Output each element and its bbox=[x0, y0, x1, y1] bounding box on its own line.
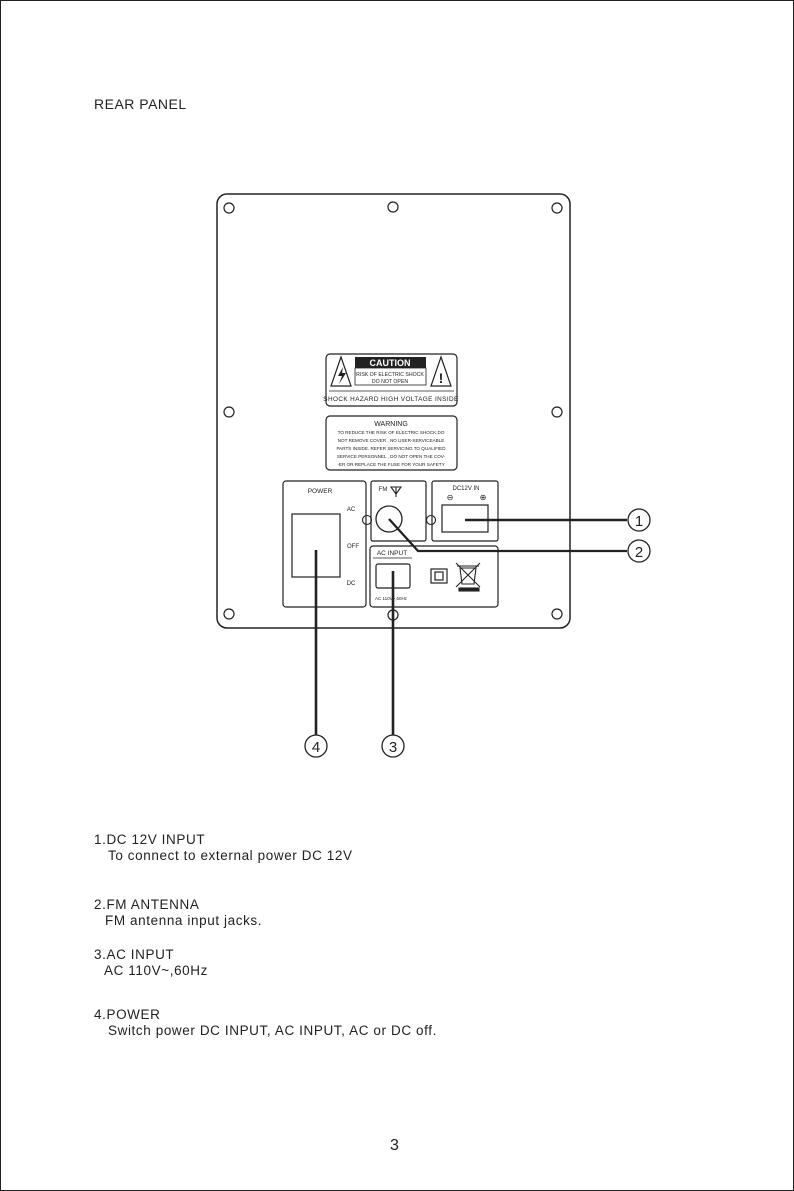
warning-line: -ER OR REPLACE THE FUSE FOR YOUR SAFETY bbox=[337, 462, 444, 467]
dc-input-jack bbox=[441, 504, 489, 533]
lightning-bolt-icon bbox=[338, 367, 346, 384]
fm-antenna-jack bbox=[375, 505, 403, 533]
screw-hole bbox=[223, 608, 235, 620]
callout-circle-2 bbox=[627, 539, 651, 563]
description-power: 4.POWER Switch power DC INPUT, AC INPUT,… bbox=[94, 1007, 437, 1039]
lightning-warning-icon bbox=[330, 355, 352, 387]
callout-circle-4 bbox=[304, 734, 328, 758]
description-detail: To connect to external power DC 12V bbox=[108, 848, 353, 863]
exclamation-warning-icon bbox=[430, 355, 452, 387]
description-detail: FM antenna input jacks. bbox=[105, 913, 263, 928]
description-title: 1.DC 12V INPUT bbox=[94, 832, 206, 847]
switch-position-dc: DC bbox=[347, 581, 356, 587]
callout-label-1: 1 bbox=[635, 513, 643, 530]
double-insulation-icon bbox=[430, 568, 448, 584]
callouts: 1 2 3 4 bbox=[304, 508, 651, 758]
ac-input-block: AC INPUT AC 110V~,60Hz bbox=[369, 545, 499, 608]
warning-line: TO REDUCE THE RISK OF ELECTRIC SHOCK,DO bbox=[338, 430, 445, 435]
callout-label-2: 2 bbox=[635, 544, 643, 561]
warning-title: WARNING bbox=[374, 421, 408, 428]
callout-label-4: 4 bbox=[312, 739, 320, 756]
screw-hole bbox=[223, 202, 235, 214]
page-number: 3 bbox=[390, 1137, 399, 1154]
description-dc-input: 1.DC 12V INPUT To connect to external po… bbox=[94, 832, 353, 864]
dc-input-block: DC12V IN ⊖ ⊕ bbox=[431, 480, 499, 542]
description-title: 2.FM ANTENNA bbox=[94, 897, 200, 912]
plus-icon: ⊕ bbox=[480, 493, 487, 502]
fm-antenna-block: FM bbox=[361, 480, 437, 542]
callout-circle-1 bbox=[627, 508, 651, 532]
minus-icon: ⊖ bbox=[447, 493, 454, 502]
description-detail: Switch power DC INPUT, AC INPUT, AC or D… bbox=[108, 1023, 437, 1038]
ac-input-label: AC INPUT bbox=[377, 550, 407, 557]
description-detail: AC 110V~,60Hz bbox=[104, 963, 208, 978]
ac-rating: AC 110V~,60Hz bbox=[375, 596, 408, 601]
caution-line-1: RISK OF ELECTRIC SHOCK bbox=[356, 372, 424, 378]
switch-position-off: OFF bbox=[347, 544, 359, 550]
screw-hole bbox=[387, 201, 399, 213]
warning-line: SERVICE PERSONNEL , DO NOT OPEN THE COV- bbox=[337, 454, 446, 459]
warning-line: NOT REMOVE COVER , NO USER-SERVICEABLE bbox=[338, 438, 445, 443]
description-fm-antenna: 2.FM ANTENNA FM antenna input jacks. bbox=[94, 897, 262, 929]
weee-bin-icon bbox=[455, 562, 481, 592]
switch-position-ac: AC bbox=[347, 507, 356, 513]
power-label: POWER bbox=[308, 488, 333, 495]
caution-footer: SHOCK HAZARD HIGH VOLTAGE INSIDE bbox=[323, 396, 458, 403]
description-title: 4.POWER bbox=[94, 1007, 161, 1022]
callout-lines bbox=[314, 518, 627, 735]
description-title: 3.AC INPUT bbox=[94, 947, 175, 962]
warning-label: WARNING TO REDUCE THE RISK OF ELECTRIC S… bbox=[325, 415, 458, 471]
power-switch-block: POWER AC OFF DC bbox=[282, 480, 367, 608]
description-ac-input: 3.AC INPUT AC 110V~,60Hz bbox=[94, 947, 208, 979]
fm-label: FM bbox=[379, 487, 388, 493]
callout-label-3: 3 bbox=[389, 739, 397, 756]
screw-hole bbox=[425, 514, 437, 526]
screw-hole bbox=[551, 202, 563, 214]
antenna-icon bbox=[389, 486, 403, 497]
caution-title: CAUTION bbox=[370, 358, 411, 368]
screw-holes bbox=[223, 201, 563, 621]
panel-outline bbox=[216, 193, 571, 629]
callout-circle-3 bbox=[381, 734, 405, 758]
screw-hole bbox=[551, 608, 563, 620]
caution-line-2: DO NOT OPEN bbox=[372, 379, 408, 385]
screw-hole bbox=[361, 514, 373, 526]
screw-hole bbox=[223, 406, 235, 418]
dc-label: DC12V IN bbox=[452, 486, 479, 492]
callout-line-2 bbox=[388, 518, 627, 553]
warning-line: PARTS INSIDE. REFER SERVICING TO QUALIFI… bbox=[336, 446, 446, 451]
section-title: REAR PANEL bbox=[94, 96, 187, 112]
svg-text:!: ! bbox=[439, 370, 444, 386]
caution-label: ! CAUTION RISK OF ELECTRIC SHOCK DO NOT … bbox=[323, 353, 458, 407]
screw-hole bbox=[551, 406, 563, 418]
